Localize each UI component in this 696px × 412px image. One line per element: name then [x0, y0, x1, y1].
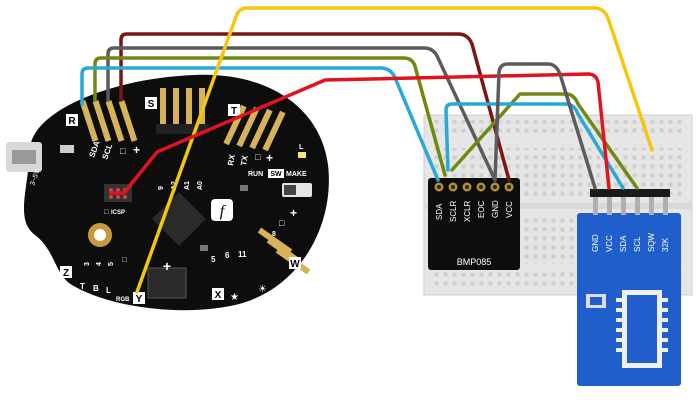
z-pin-3: 3 — [84, 262, 91, 266]
z-letter-l: L — [106, 286, 111, 295]
w-pin-8: 8 — [272, 231, 276, 238]
w-pin-plus: + — [290, 206, 297, 220]
switch-sw-label: SW — [270, 171, 282, 178]
port-z-label: Z — [63, 268, 69, 279]
port-x-badge — [212, 288, 224, 300]
port-y-label: Y — [136, 294, 143, 305]
wire-blue — [80, 66, 625, 190]
rtc-pin-vcc: VCC — [605, 235, 614, 252]
port-z-badge — [60, 266, 72, 278]
s-pin-a1: A1 — [184, 181, 191, 190]
bmp085-pin-gnd: GND — [491, 200, 500, 218]
t-pin-gnd: □ — [255, 152, 261, 162]
wires — [80, 6, 654, 294]
wire-red — [109, 72, 611, 195]
led-label: L — [299, 144, 304, 151]
t-pin-rx: RX — [226, 153, 237, 166]
r-pin-plus: + — [133, 143, 140, 157]
bmp085-pin-eoc: EOC — [477, 200, 486, 218]
z-letter-b: B — [93, 284, 99, 293]
port-s-badge — [145, 97, 157, 109]
header-r — [79, 100, 138, 142]
logo-icon — [211, 199, 233, 221]
port-w-label: W — [290, 259, 300, 270]
t-pin-tx: TX — [239, 154, 250, 166]
w-pin-gnd: □ — [279, 218, 285, 228]
port-y-badge — [133, 292, 145, 304]
svg-text:f: f — [220, 203, 227, 220]
z-letter-t: T — [80, 282, 85, 291]
microcontroller-chip — [152, 192, 206, 246]
port-x-label: X — [215, 290, 222, 301]
s-pin-a0: A0 — [197, 181, 204, 190]
z-pin-5: 5 — [108, 262, 115, 266]
s-pin-9: 9 — [158, 186, 165, 190]
rtc-pin-scl: SCL — [633, 236, 642, 252]
minus-label: □ — [104, 209, 109, 216]
rtc-pin-gnd: GND — [591, 234, 600, 252]
x-pin-11: 11 — [238, 250, 247, 259]
bmp085-title: BMP085 — [457, 257, 492, 267]
bmp085-module: SDA SCLR XCLR EOC GND VCC BMP085 — [428, 178, 520, 270]
controller-board: f — [6, 74, 329, 311]
bmp085-pin-vcc: VCC — [505, 201, 514, 218]
bmp085-pin-sclr: SCLR — [449, 200, 458, 222]
rtc-pin-32k: 32K — [661, 237, 670, 252]
wire-gray-gnd — [493, 62, 597, 190]
bmp085-pins — [434, 182, 514, 192]
wire-darkred — [119, 32, 511, 182]
z-pin-4: 4 — [96, 262, 103, 266]
port-r-label: R — [68, 116, 76, 127]
rgb-label: RGB — [116, 297, 130, 303]
rtc-pin-sda: SDA — [619, 235, 628, 252]
port-r-badge — [66, 114, 78, 126]
switch-make-label: MAKE — [286, 171, 307, 178]
x-pin-5: 5 — [211, 255, 216, 264]
sun-icon: ☀ — [258, 284, 267, 295]
port-t-label: T — [231, 106, 237, 117]
rtc-module: GND VCC SDA SCL SQW 32K — [577, 189, 681, 386]
t-pin-plus: + — [266, 151, 273, 165]
bmp085-pin-xclr: XCLR — [463, 200, 472, 222]
x-pin-6: 6 — [225, 251, 230, 260]
switch-run-label: RUN — [248, 171, 263, 178]
plus-label: + — [163, 258, 171, 274]
bmp085-pin-sda: SDA — [435, 203, 444, 220]
z-pin-gnd: □ — [122, 255, 127, 264]
wire-yellow — [135, 6, 654, 294]
icsp-label: ICSP — [111, 210, 125, 216]
port-w-badge — [289, 257, 301, 269]
rtc-header — [590, 189, 670, 215]
star-icon: ★ — [230, 292, 239, 303]
rtc-pin-sqw: SQW — [647, 232, 656, 252]
r-pin-gnd: □ — [120, 146, 126, 156]
port-s-label: S — [148, 99, 155, 110]
wire-gray — [106, 46, 497, 182]
led-l — [298, 152, 306, 158]
port-t-badge — [228, 104, 240, 116]
